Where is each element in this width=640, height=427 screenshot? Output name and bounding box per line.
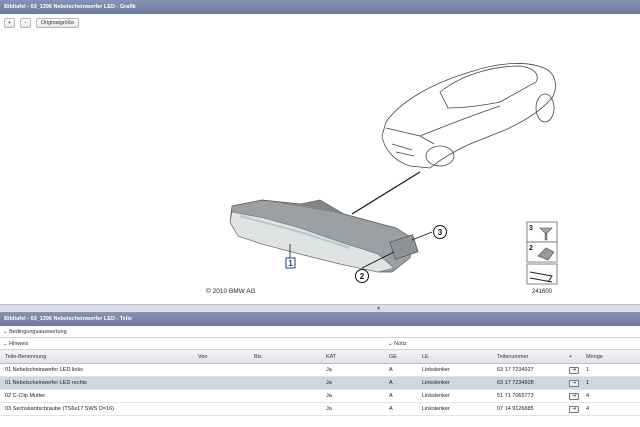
parts-panel-title-text: Bildtafel - 63_1396 Nebelscheinwerfer LE… (4, 316, 132, 322)
col-header-to[interactable]: Bis (254, 354, 262, 360)
conditions-label: Bedingungsauswertung (9, 329, 67, 335)
legend-number-2: 2 (529, 245, 533, 252)
callout-2-circle[interactable] (355, 269, 369, 283)
bolt-icon (539, 227, 553, 235)
chevron-down-icon[interactable]: ⌄ (3, 341, 8, 347)
original-size-button[interactable]: Originalgröße (36, 18, 79, 28)
col-header-add[interactable]: + (569, 354, 573, 360)
graphic-toolbar: + - Originalgröße (0, 14, 640, 32)
hint-note-section: ⌄ Hinweis ⌄ Notiz (0, 338, 640, 350)
arrow-icon (529, 271, 553, 283)
cell-le: Linkslenker (422, 380, 450, 386)
zoom-out-button[interactable]: - (20, 18, 31, 28)
zoom-in-button[interactable]: + (4, 18, 15, 28)
cell-quantity: 4 (586, 406, 590, 412)
cell-le: Linkslenker (422, 393, 450, 399)
table-header: Teile-Benennung Von Bis KAT GE LE Teilen… (0, 350, 640, 364)
callout-2[interactable]: 2 (360, 272, 365, 281)
note-label: Notiz (394, 341, 407, 347)
diagram-svg: 1 2 3 © 2010 BMW AG 3 2 241600 (206, 63, 558, 295)
col-header-name[interactable]: Teile-Benennung (5, 354, 47, 360)
cell-name: 01 Nebelscheinwerfer LED links (5, 367, 83, 373)
cell-ge: A (389, 367, 393, 373)
callout-3-circle[interactable] (433, 225, 447, 239)
splitter-grip-icon[interactable]: ▼ (376, 306, 381, 312)
callout-3[interactable]: 3 (438, 228, 443, 237)
cell-cat: Ja (326, 406, 332, 412)
cell-name: 02 C-Clip Mutter (5, 393, 46, 399)
cell-ge: A (389, 393, 393, 399)
add-to-cart-icon[interactable]: ⇥ (569, 393, 579, 400)
graphic-panel-title-text: Bildtafel - 63_1396 Nebelscheinwerfer LE… (4, 4, 136, 10)
cell-part-number: 07 14 9126885 (497, 406, 534, 412)
leader-line (351, 171, 421, 215)
cell-le: Linkslenker (422, 406, 450, 412)
add-to-cart-icon[interactable]: ⇥ (569, 380, 579, 387)
conditions-section[interactable]: ⌄ Bedingungsauswertung (0, 326, 640, 338)
col-header-part-number[interactable]: Teilenummer (497, 354, 529, 360)
copyright-text: © 2010 BMW AG (206, 287, 256, 295)
car-outline (381, 63, 556, 169)
hint-label: Hinweis (9, 341, 29, 347)
cell-ge: A (389, 406, 393, 412)
parts-diagram: 1 2 3 © 2010 BMW AG 3 2 241600 (0, 32, 640, 304)
cell-name: 01 Nebelscheinwerfer LED rechts (5, 380, 87, 386)
cell-cat: Ja (326, 367, 332, 373)
cell-cat: Ja (326, 393, 332, 399)
panel-splitter[interactable]: ▼ (0, 304, 640, 312)
col-header-ge[interactable]: GE (389, 354, 397, 360)
callout-1[interactable]: 1 (288, 259, 293, 268)
cell-quantity: 1 (586, 367, 590, 373)
hint-toggle[interactable]: ⌄ Hinweis (3, 338, 28, 350)
add-to-cart-icon[interactable]: ⇥ (569, 367, 579, 374)
cell-le: Linkslenker (422, 367, 450, 373)
table-row[interactable]: 02 C-Clip Mutter Ja A Linkslenker 51 71 … (0, 390, 640, 403)
cell-ge: A (389, 380, 393, 386)
cell-part-number: 63 17 7234927 (497, 367, 534, 373)
table-row[interactable]: 03 Sechskantschraube (TS6x17 SWS D=16) J… (0, 403, 640, 416)
col-header-quantity[interactable]: Menge (586, 354, 603, 360)
parts-panel-title: Bildtafel - 63_1396 Nebelscheinwerfer LE… (0, 312, 640, 326)
cell-name: 03 Sechskantschraube (TS6x17 SWS D=16) (5, 406, 114, 412)
col-header-le[interactable]: LE (422, 354, 429, 360)
cell-quantity: 4 (586, 393, 590, 399)
callout-1-box[interactable] (285, 257, 296, 269)
graphic-panel-title: Bildtafel - 63_1396 Nebelscheinwerfer LE… (0, 0, 640, 14)
legend-number-3: 3 (529, 225, 533, 232)
reference-number: 241600 (532, 289, 553, 295)
chevron-down-icon[interactable]: ⌄ (388, 341, 393, 347)
chevron-down-icon[interactable]: ⌄ (3, 329, 8, 335)
clip-nut-icon (537, 247, 555, 261)
col-header-cat[interactable]: KAT (326, 354, 337, 360)
cell-cat: Ja (326, 380, 332, 386)
fog-light-assembly (229, 199, 419, 273)
legend-symbols: 3 2 241600 (526, 221, 558, 295)
cell-quantity: 1 (586, 380, 590, 386)
add-to-cart-icon[interactable]: ⇥ (569, 406, 579, 413)
note-toggle[interactable]: ⌄ Notiz (388, 338, 407, 350)
col-header-from[interactable]: Von (198, 354, 208, 360)
cell-part-number: 63 17 7234928 (497, 380, 534, 386)
table-row[interactable]: 01 Nebelscheinwerfer LED rechts Ja A Lin… (0, 377, 640, 390)
cell-part-number: 51 71 7065773 (497, 393, 534, 399)
table-row[interactable]: 01 Nebelscheinwerfer LED links Ja A Link… (0, 364, 640, 377)
